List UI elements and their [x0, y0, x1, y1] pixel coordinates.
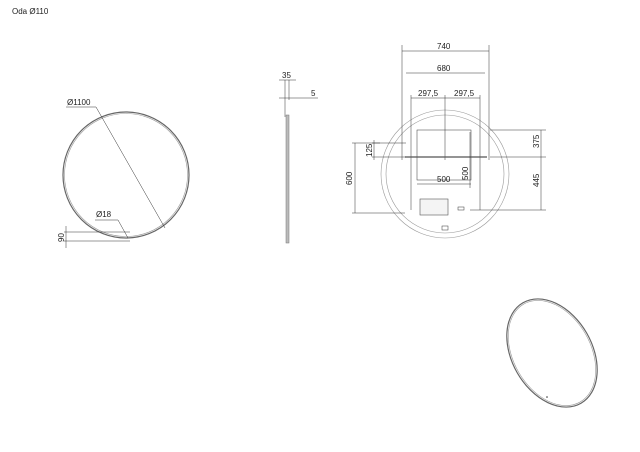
perspective-frame-inner	[507, 300, 597, 406]
offset-label: 90	[57, 233, 66, 242]
inner-panel	[416, 129, 472, 181]
inner-width-label: 500	[437, 175, 451, 184]
driver-box	[419, 198, 449, 216]
bracket-offset-label: 125	[365, 143, 374, 157]
half-right-label: 297,5	[454, 89, 475, 98]
diameter-line	[95, 106, 166, 229]
touch-sensor-dot	[546, 396, 548, 398]
rear-view: 740 680 297,5 297,5 500 500 375 445 125 …	[345, 42, 546, 239]
glass-label: 5	[311, 89, 316, 98]
perspective-frame-outer	[506, 298, 598, 408]
mirror-frame-outer	[62, 111, 190, 239]
top-to-bracket-label: 375	[532, 134, 541, 148]
diameter-label: Ø1100	[67, 98, 91, 107]
total-width-label: 740	[437, 42, 451, 51]
sensor	[441, 225, 449, 231]
height-600-label: 600	[345, 171, 354, 185]
frame-diameter-label: Ø18	[96, 210, 112, 219]
half-left-label: 297,5	[418, 89, 439, 98]
front-view: Ø1100 Ø18 90	[57, 98, 190, 248]
drawing-title: Oda Ø110	[12, 7, 49, 16]
depth-label: 35	[282, 71, 291, 80]
inner-height-label: 500	[461, 166, 470, 180]
perspective-view	[506, 298, 598, 408]
mirror-frame-inner	[64, 113, 188, 237]
connector	[457, 206, 465, 211]
mirror-side-profile	[285, 114, 290, 244]
bracket-width-label: 680	[437, 64, 451, 73]
bracket-to-bottom-label: 445	[532, 173, 541, 187]
side-view: 35 5	[279, 71, 318, 244]
